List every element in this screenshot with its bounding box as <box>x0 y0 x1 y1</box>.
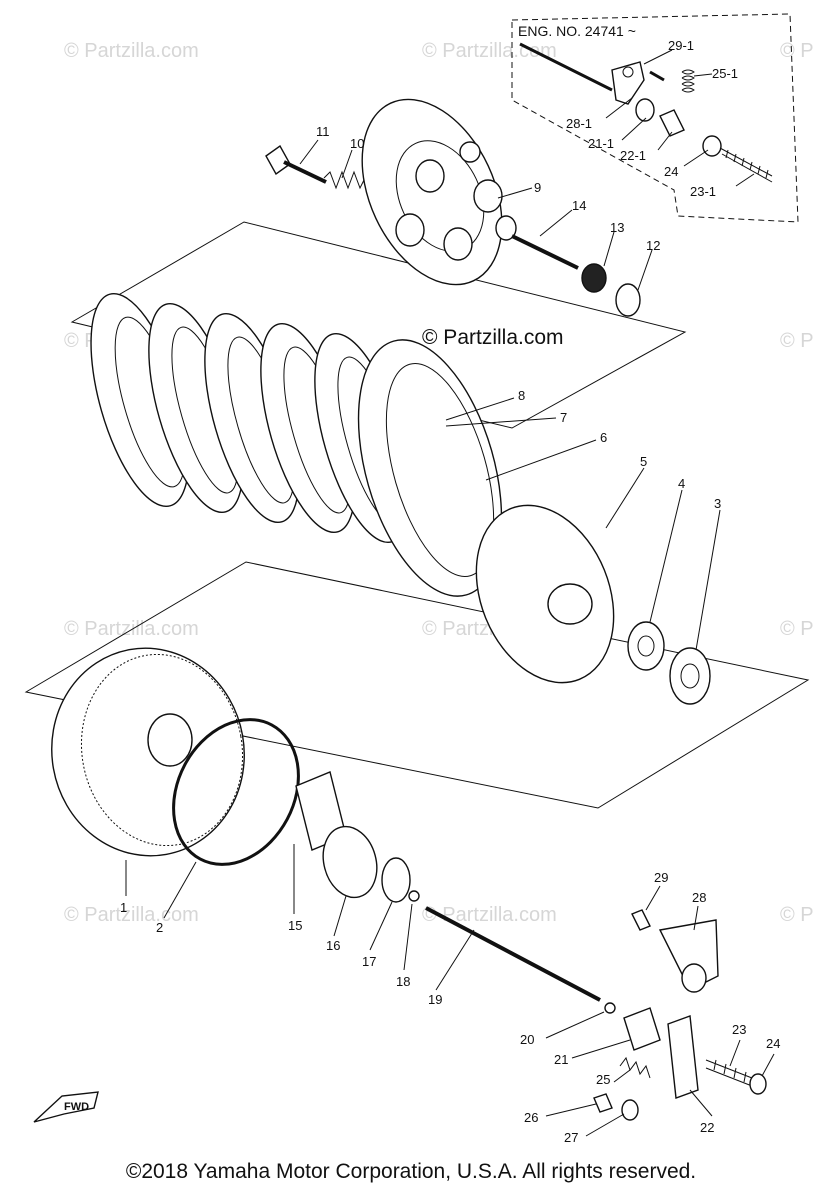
housing-hub <box>147 713 193 767</box>
boss <box>395 213 425 247</box>
plate-3 <box>669 647 711 705</box>
o-ring-2 <box>172 718 300 866</box>
watermark: © Partzilla.com <box>64 904 199 926</box>
callout-24b: 24 <box>664 164 678 179</box>
fwd-arrow: FWD <box>33 1091 99 1123</box>
watermark: © Partzilla.com <box>64 618 199 640</box>
leader-lines <box>125 49 775 1137</box>
callout-22-1: 22-1 <box>620 148 646 163</box>
boss <box>443 227 473 261</box>
callout-19: 19 <box>428 992 442 1007</box>
callout-1: 1 <box>120 900 127 915</box>
boss <box>459 141 481 163</box>
callout-8: 8 <box>518 388 525 403</box>
washer-12 <box>615 283 641 317</box>
callout-11: 11 <box>316 124 330 139</box>
eng-no-label: ENG. NO. 24741 ~ <box>518 23 636 39</box>
spring-25 <box>619 1056 651 1079</box>
pin-inset <box>649 70 665 82</box>
clutch-boss-hub <box>547 583 593 625</box>
callout-23: 23 <box>732 1022 746 1037</box>
clutch-boss <box>475 504 615 684</box>
pusher-21 <box>623 1007 661 1051</box>
boss <box>473 179 503 213</box>
callout-20: 20 <box>520 1032 534 1047</box>
clutch-housing-gear <box>80 653 244 847</box>
pushrod-14 <box>511 234 579 270</box>
callout-18: 18 <box>396 974 410 989</box>
pushrod-inset <box>519 42 613 92</box>
callout-10: 10 <box>350 136 364 151</box>
bolt-inset <box>719 147 773 183</box>
ball-18 <box>408 890 420 902</box>
callout-15: 15 <box>288 918 302 933</box>
callout-12: 12 <box>646 238 660 253</box>
washer-27 <box>621 1099 639 1121</box>
watermark: © Partzilla.com <box>422 904 557 926</box>
callout-3: 3 <box>714 496 721 511</box>
nut-24 <box>749 1073 767 1095</box>
callout-17: 17 <box>362 954 376 969</box>
callout-5: 5 <box>640 454 647 469</box>
svg-text:FWD: FWD <box>64 1101 89 1113</box>
lever-22 <box>667 1015 699 1099</box>
copyright-notice: ©2018 Yamaha Motor Corporation, U.S.A. A… <box>125 1160 697 1183</box>
screw-29 <box>631 909 651 931</box>
washer-4-hole <box>637 635 655 657</box>
plate-3-hole <box>680 663 700 689</box>
callout-24: 24 <box>766 1036 780 1051</box>
lever-roller <box>681 963 707 993</box>
callout-25: 25 <box>596 1072 610 1087</box>
pushrod-19 <box>425 906 601 1002</box>
screw-26 <box>593 1093 613 1113</box>
lower-assembly-plane <box>24 561 810 809</box>
callout-22: 22 <box>700 1120 714 1135</box>
spring-inset <box>681 69 695 93</box>
callout-29-1: 29-1 <box>668 38 694 53</box>
callout-14: 14 <box>572 198 586 213</box>
callout-4: 4 <box>678 476 685 491</box>
spring-10 <box>323 170 365 190</box>
watermark: © Partzilla.com <box>64 40 199 62</box>
eng-no-dashed-box <box>511 13 799 223</box>
screw-inset <box>659 109 685 137</box>
watermark: © P <box>780 618 814 640</box>
callout-13: 13 <box>610 220 624 235</box>
callout-26: 26 <box>524 1110 538 1125</box>
clutch-housing <box>51 647 245 857</box>
callout-21: 21 <box>554 1052 568 1067</box>
bolt-11 <box>265 144 291 176</box>
callout-25-1: 25-1 <box>712 66 738 81</box>
washer-4 <box>627 621 665 671</box>
collar-inset <box>635 98 655 122</box>
watermark: © P <box>780 40 814 62</box>
washer-17 <box>381 857 411 903</box>
boss <box>415 159 445 193</box>
callout-29: 29 <box>654 870 668 885</box>
center-watermark: © Partzilla.com <box>422 326 564 349</box>
callout-27: 27 <box>564 1130 578 1145</box>
nut-inset <box>702 135 722 157</box>
callout-28-1: 28-1 <box>566 116 592 131</box>
ball-20 <box>604 1002 616 1014</box>
callout-6: 6 <box>600 430 607 445</box>
bearing-13 <box>581 263 607 293</box>
watermark: © P <box>780 904 814 926</box>
callout-21-1: 21-1 <box>588 136 614 151</box>
bolt-11-shank <box>283 160 327 184</box>
callout-28: 28 <box>692 890 706 905</box>
callout-16: 16 <box>326 938 340 953</box>
callout-2: 2 <box>156 920 163 935</box>
gear-16 <box>322 825 378 899</box>
callout-23-1: 23-1 <box>690 184 716 199</box>
watermark: © P <box>780 330 814 352</box>
callout-7: 7 <box>560 410 567 425</box>
pushrod-collar <box>495 215 517 241</box>
lever-inset <box>611 61 645 105</box>
callout-9: 9 <box>534 180 541 195</box>
clutch-plate-stack <box>90 292 503 597</box>
lever-inset-hole <box>622 66 634 78</box>
bolt-23 <box>705 1059 753 1087</box>
